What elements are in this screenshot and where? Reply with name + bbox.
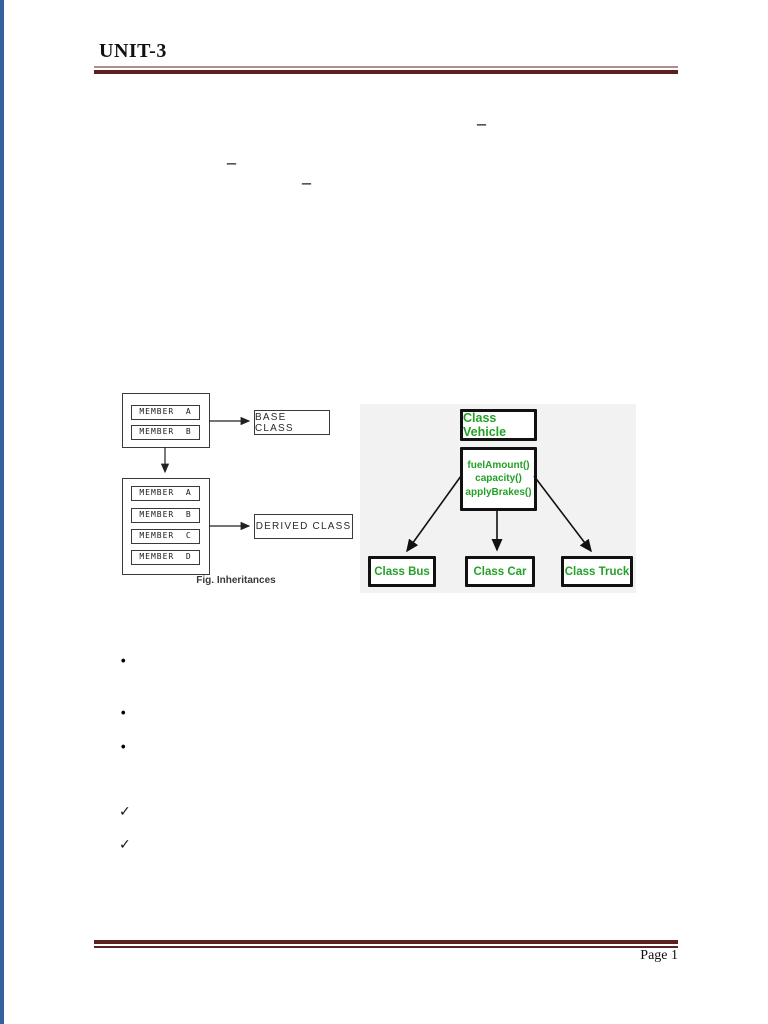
method-label: applyBrakes() <box>465 486 532 498</box>
base-class-box: BASE CLASS <box>254 410 330 435</box>
member-box: MEMBER B <box>131 425 200 440</box>
text-dash: – <box>302 172 311 192</box>
class-bus-box: Class Bus <box>368 556 436 587</box>
method-label: capacity() <box>475 473 522 485</box>
base-members-group: MEMBER A MEMBER B <box>122 393 210 448</box>
member-box: MEMBER B <box>131 508 200 523</box>
footer-rule-thin <box>94 946 678 948</box>
bullet-marker: • <box>119 653 128 670</box>
page-number: Page 1 <box>640 948 678 963</box>
vehicle-hierarchy-figure: Class Vehicle fuelAmount() capacity() ap… <box>360 404 636 593</box>
member-box: MEMBER C <box>131 529 200 544</box>
class-vehicle-box: Class Vehicle <box>460 409 537 441</box>
member-box: MEMBER A <box>131 405 200 420</box>
member-box: MEMBER A <box>131 486 200 501</box>
text-dash: – <box>477 113 486 133</box>
header-rule-thick <box>94 70 678 74</box>
checkmark-marker: ✓ <box>119 804 131 820</box>
header-rule-thin <box>94 66 678 68</box>
derived-class-box: DERIVED CLASS <box>254 514 353 539</box>
class-truck-box: Class Truck <box>561 556 633 587</box>
class-car-box: Class Car <box>465 556 535 587</box>
method-label: fuelAmount() <box>467 459 530 471</box>
derived-members-group: MEMBER A MEMBER B MEMBER C MEMBER D <box>122 478 210 575</box>
text-dash: – <box>227 152 236 172</box>
figure-caption: Fig. Inheritances <box>196 575 276 586</box>
bullet-marker: • <box>119 705 128 722</box>
vehicle-methods-box: fuelAmount() capacity() applyBrakes() <box>460 447 537 511</box>
bullet-marker: • <box>119 739 128 756</box>
page-edge-strip <box>0 0 4 1024</box>
page-title: UNIT-3 <box>99 40 167 62</box>
footer-rule-thick <box>94 940 678 944</box>
member-box: MEMBER D <box>131 550 200 565</box>
checkmark-marker: ✓ <box>119 837 131 853</box>
